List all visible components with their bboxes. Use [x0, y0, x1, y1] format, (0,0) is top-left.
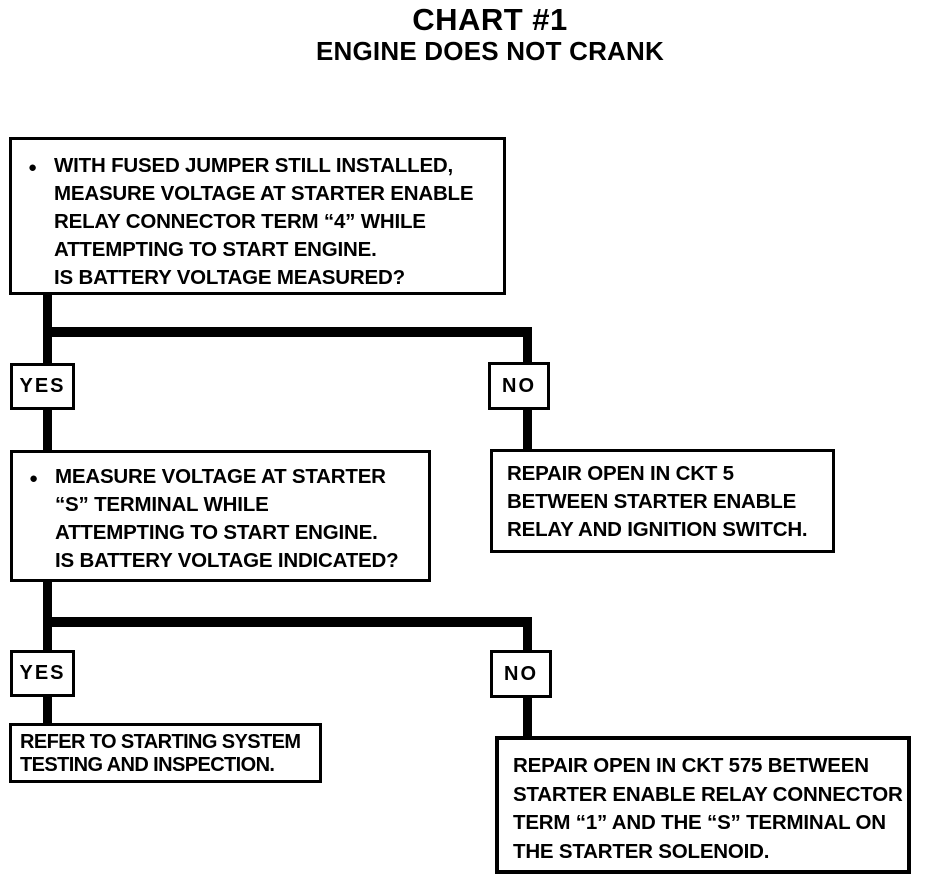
connector-line [523, 698, 532, 736]
connector-line [523, 327, 532, 363]
action-box-ckt5: REPAIR OPEN IN CKT 5 BETWEEN STARTER ENA… [490, 449, 835, 553]
connector-line [523, 410, 532, 450]
chart-subtitle: ENGINE DOES NOT CRANK [315, 36, 664, 66]
connector-line [43, 617, 532, 627]
action-box-ckt5-text: REPAIR OPEN IN CKT 5 BETWEEN STARTER ENA… [507, 462, 808, 541]
bullet-icon: ● [29, 470, 39, 487]
chart-title: CHART #1 [412, 2, 568, 37]
action-box-ckt575: REPAIR OPEN IN CKT 575 BETWEEN STARTER E… [495, 736, 911, 874]
no-label-1-text: NO [502, 374, 536, 397]
connector-line [43, 410, 52, 450]
no-label-2: NO [490, 650, 552, 698]
action-box-refer-text: REFER TO STARTING SYSTEM TESTING AND INS… [20, 731, 301, 776]
yes-label-1-text: YES [19, 375, 66, 397]
connector-line [43, 327, 532, 337]
no-label-2-text: NO [504, 662, 538, 685]
yes-label-2: YES [10, 650, 75, 697]
decision-box-1-text: WITH FUSED JUMPER STILL INSTALLED, MEASU… [54, 154, 474, 289]
yes-label-2-text: YES [19, 662, 66, 684]
no-label-1: NO [488, 362, 550, 410]
decision-box-1: ● WITH FUSED JUMPER STILL INSTALLED, MEA… [9, 137, 506, 295]
action-box-refer: REFER TO STARTING SYSTEM TESTING AND INS… [9, 723, 322, 783]
connector-line [43, 697, 52, 723]
connector-line [43, 582, 52, 650]
connector-line [523, 617, 532, 650]
bullet-icon: ● [28, 159, 38, 176]
action-box-ckt575-text: REPAIR OPEN IN CKT 575 BETWEEN STARTER E… [513, 754, 903, 863]
yes-label-1: YES [10, 363, 75, 410]
decision-box-2: ● MEASURE VOLTAGE AT STARTER “S” TERMINA… [10, 450, 431, 582]
decision-box-2-text: MEASURE VOLTAGE AT STARTER “S” TERMINAL … [55, 465, 399, 572]
